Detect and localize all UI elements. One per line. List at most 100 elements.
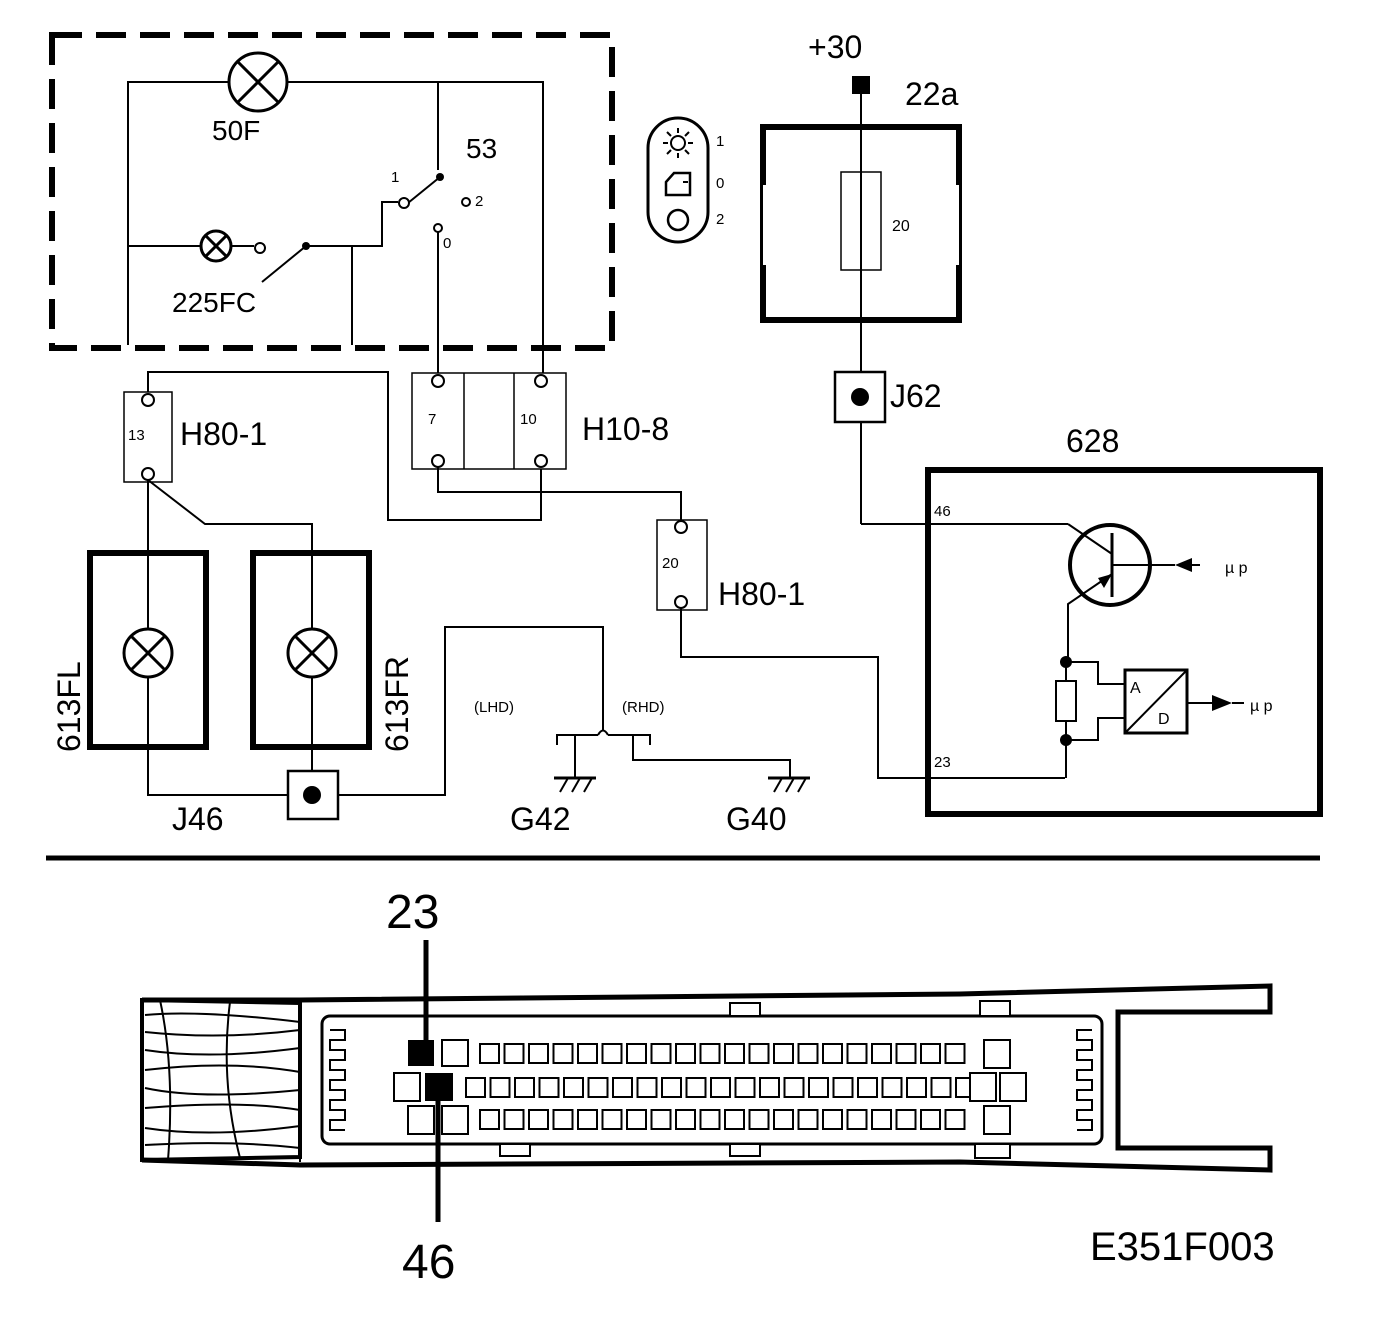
h80-mid-pin: 20 xyxy=(662,555,679,572)
connector-pin xyxy=(783,1077,805,1098)
connector-pin xyxy=(822,1109,843,1130)
lamp-613fr-icon xyxy=(286,627,338,679)
j46-label: J46 xyxy=(172,801,224,837)
switch-pos-2: 2 xyxy=(475,193,483,210)
module-label: 628 xyxy=(1066,423,1119,459)
rhd-label: (RHD) xyxy=(622,699,665,716)
connector-pin xyxy=(871,1109,892,1130)
h10-label: H10-8 xyxy=(582,411,669,447)
connector-pin xyxy=(808,1077,829,1098)
connector-pin xyxy=(528,1043,549,1064)
pin-23-highlight xyxy=(408,1040,434,1066)
connector-pin xyxy=(857,1077,878,1098)
sun-icon xyxy=(663,128,693,158)
connector-pin xyxy=(489,1077,511,1098)
connector-pin xyxy=(822,1043,843,1064)
connector-pin xyxy=(601,1109,623,1130)
connector-pin xyxy=(969,1072,997,1102)
g40-label: G40 xyxy=(726,801,786,837)
fuse-number-label: 20 xyxy=(892,218,910,235)
supply-label: +30 xyxy=(808,29,862,65)
connector-pin xyxy=(441,1105,469,1135)
connector-pin xyxy=(552,1109,574,1130)
fuse-box: +30 22a 20 xyxy=(760,29,962,375)
h80-top-pin: 13 xyxy=(128,427,145,444)
connector-pin xyxy=(479,1109,500,1130)
lamp-613fl-icon xyxy=(122,627,174,679)
connector-pin xyxy=(710,1077,731,1098)
ecu-connector-drawing: 23 46 xyxy=(140,886,1273,1289)
connector-pin xyxy=(441,1039,469,1067)
j62-label: J62 xyxy=(890,378,942,414)
connector-pin xyxy=(393,1072,421,1102)
ground-g42: G42 xyxy=(510,776,596,837)
connector-pin xyxy=(636,1077,658,1098)
ad-converter-icon: A D xyxy=(1123,668,1189,735)
pin-23-label: 23 xyxy=(386,886,439,939)
connector-pin xyxy=(832,1077,854,1098)
ad-d: D xyxy=(1158,711,1170,728)
symbol-pos-2: 2 xyxy=(716,211,724,228)
connector-pin xyxy=(920,1043,941,1064)
lhd-label: (LHD) xyxy=(474,699,514,716)
door-icon xyxy=(664,171,692,197)
connector-h10-8: 7 10 H10-8 xyxy=(411,372,682,522)
connector-pin xyxy=(577,1043,598,1064)
connector-pin xyxy=(846,1109,868,1130)
symbol-pos-0: 0 xyxy=(716,175,724,192)
symbol-pos-1: 1 xyxy=(716,133,724,150)
up-label-2: µ p xyxy=(1250,698,1273,715)
junction-j62: J62 xyxy=(833,370,1068,525)
connector-pin xyxy=(748,1043,770,1064)
label-225fc: 225FC xyxy=(172,287,256,318)
lamp-613fr: 613FR xyxy=(250,550,415,752)
connector-pin xyxy=(650,1109,672,1130)
off-circle-icon xyxy=(666,208,690,232)
module-pin-46: 46 xyxy=(934,503,951,520)
module-pin-23: 23 xyxy=(934,754,951,771)
connector-pin xyxy=(724,1043,745,1064)
connector-pin xyxy=(552,1043,574,1064)
connector-pin xyxy=(748,1109,770,1130)
connector-pin xyxy=(626,1109,647,1130)
connector-pin xyxy=(881,1077,903,1098)
label-53: 53 xyxy=(466,133,497,164)
connector-pin xyxy=(699,1109,721,1130)
connector-pin xyxy=(407,1105,435,1135)
connector-pin xyxy=(895,1109,917,1130)
connector-pin xyxy=(797,1109,819,1130)
connector-pin xyxy=(587,1077,609,1098)
label-613fr: 613FR xyxy=(379,656,415,752)
label-613fl: 613FL xyxy=(51,661,87,752)
connector-h80-mid: 20 H80-1 xyxy=(656,519,1065,779)
connector-pin xyxy=(797,1043,819,1064)
connector-h80-top: 13 H80-1 xyxy=(123,371,542,790)
connector-pin xyxy=(650,1043,672,1064)
connector-pin xyxy=(895,1043,917,1064)
connector-pin xyxy=(699,1043,721,1064)
h10-pin-7: 7 xyxy=(428,411,436,428)
connector-pin xyxy=(773,1043,794,1064)
connector-pin xyxy=(944,1043,966,1064)
connector-pin xyxy=(503,1043,525,1064)
h80-top-label: H80-1 xyxy=(180,416,267,452)
connector-pin xyxy=(577,1109,598,1130)
g42-label: G42 xyxy=(510,801,570,837)
switch-position-symbol: 1 0 2 xyxy=(646,116,724,244)
pin-46-label: 46 xyxy=(402,1236,455,1289)
connector-pin xyxy=(514,1077,535,1098)
connector-pin xyxy=(675,1043,696,1064)
switch-pos-1: 1 xyxy=(391,169,399,186)
figure-code: E351F003 xyxy=(1090,1225,1275,1269)
connector-pin xyxy=(871,1043,892,1064)
connector-pin xyxy=(944,1109,966,1130)
ground-g40: G40 xyxy=(726,776,810,837)
connector-pin xyxy=(465,1077,486,1098)
ad-a: A xyxy=(1130,680,1141,697)
fuse-box-label: 22a xyxy=(905,76,959,112)
label-50f: 50F xyxy=(212,115,260,146)
connector-pin xyxy=(920,1109,941,1130)
connector-pin xyxy=(773,1109,794,1130)
connector-pin xyxy=(661,1077,682,1098)
